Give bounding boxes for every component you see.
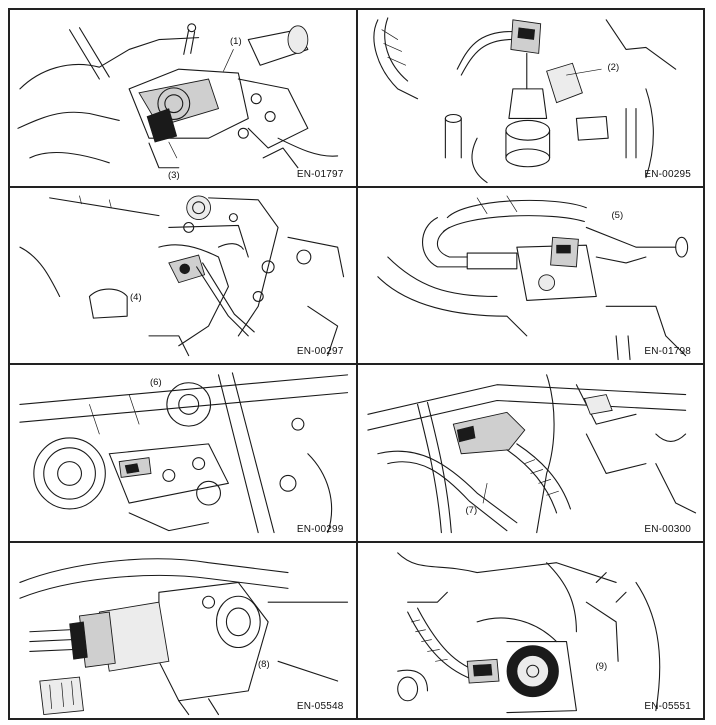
sensor-7-illustration (366, 374, 696, 534)
sensor-4-illustration (19, 194, 345, 356)
panel-sensor-4: (4) EN-00297 (9, 186, 357, 364)
callout-6: (6) (150, 377, 162, 388)
callout-9: (9) (595, 660, 608, 672)
panel-sensor-5: (5) EN-01798 (356, 186, 704, 364)
throttle-body-illustration (17, 23, 339, 169)
connector-2-illustration (372, 17, 676, 184)
callout-1: (1) (230, 36, 242, 47)
figure-code: EN-00300 (644, 523, 691, 535)
callout-3: (3) (168, 170, 180, 181)
figure-code: EN-00295 (644, 168, 691, 180)
figure-code: EN-05548 (296, 701, 344, 712)
callout-4: (4) (130, 291, 142, 303)
panel-sensor-8: (8) EN-05548 (9, 541, 357, 719)
sensor-9-illustration (396, 551, 660, 713)
illustration-sheet: (1) (3) EN-01797 (2) (8, 8, 705, 720)
panel-sensor-6: (6) EN-00299 (9, 364, 357, 542)
panel-connector-2: (2) EN-00295 (356, 9, 704, 187)
figure-code: EN-00299 (296, 523, 344, 535)
sensor-5-illustration (376, 195, 688, 360)
panel-sensor-7: (7) EN-00300 (356, 364, 704, 542)
callout-2: (2) (607, 62, 620, 73)
callout-8: (8) (258, 658, 270, 670)
panel-throttle-body: (1) (3) EN-01797 (9, 9, 357, 187)
sensor-8-illustration (19, 557, 349, 715)
figure-code: EN-05551 (644, 701, 691, 712)
panel-sensor-9: (9) EN-05551 (356, 541, 704, 719)
figure-code: EN-01797 (296, 168, 344, 180)
sensor-6-illustration (19, 372, 349, 534)
callout-5: (5) (611, 209, 624, 221)
callout-7: (7) (465, 505, 478, 516)
figure-code: EN-00297 (296, 346, 344, 357)
figure-code: EN-01798 (644, 346, 691, 357)
